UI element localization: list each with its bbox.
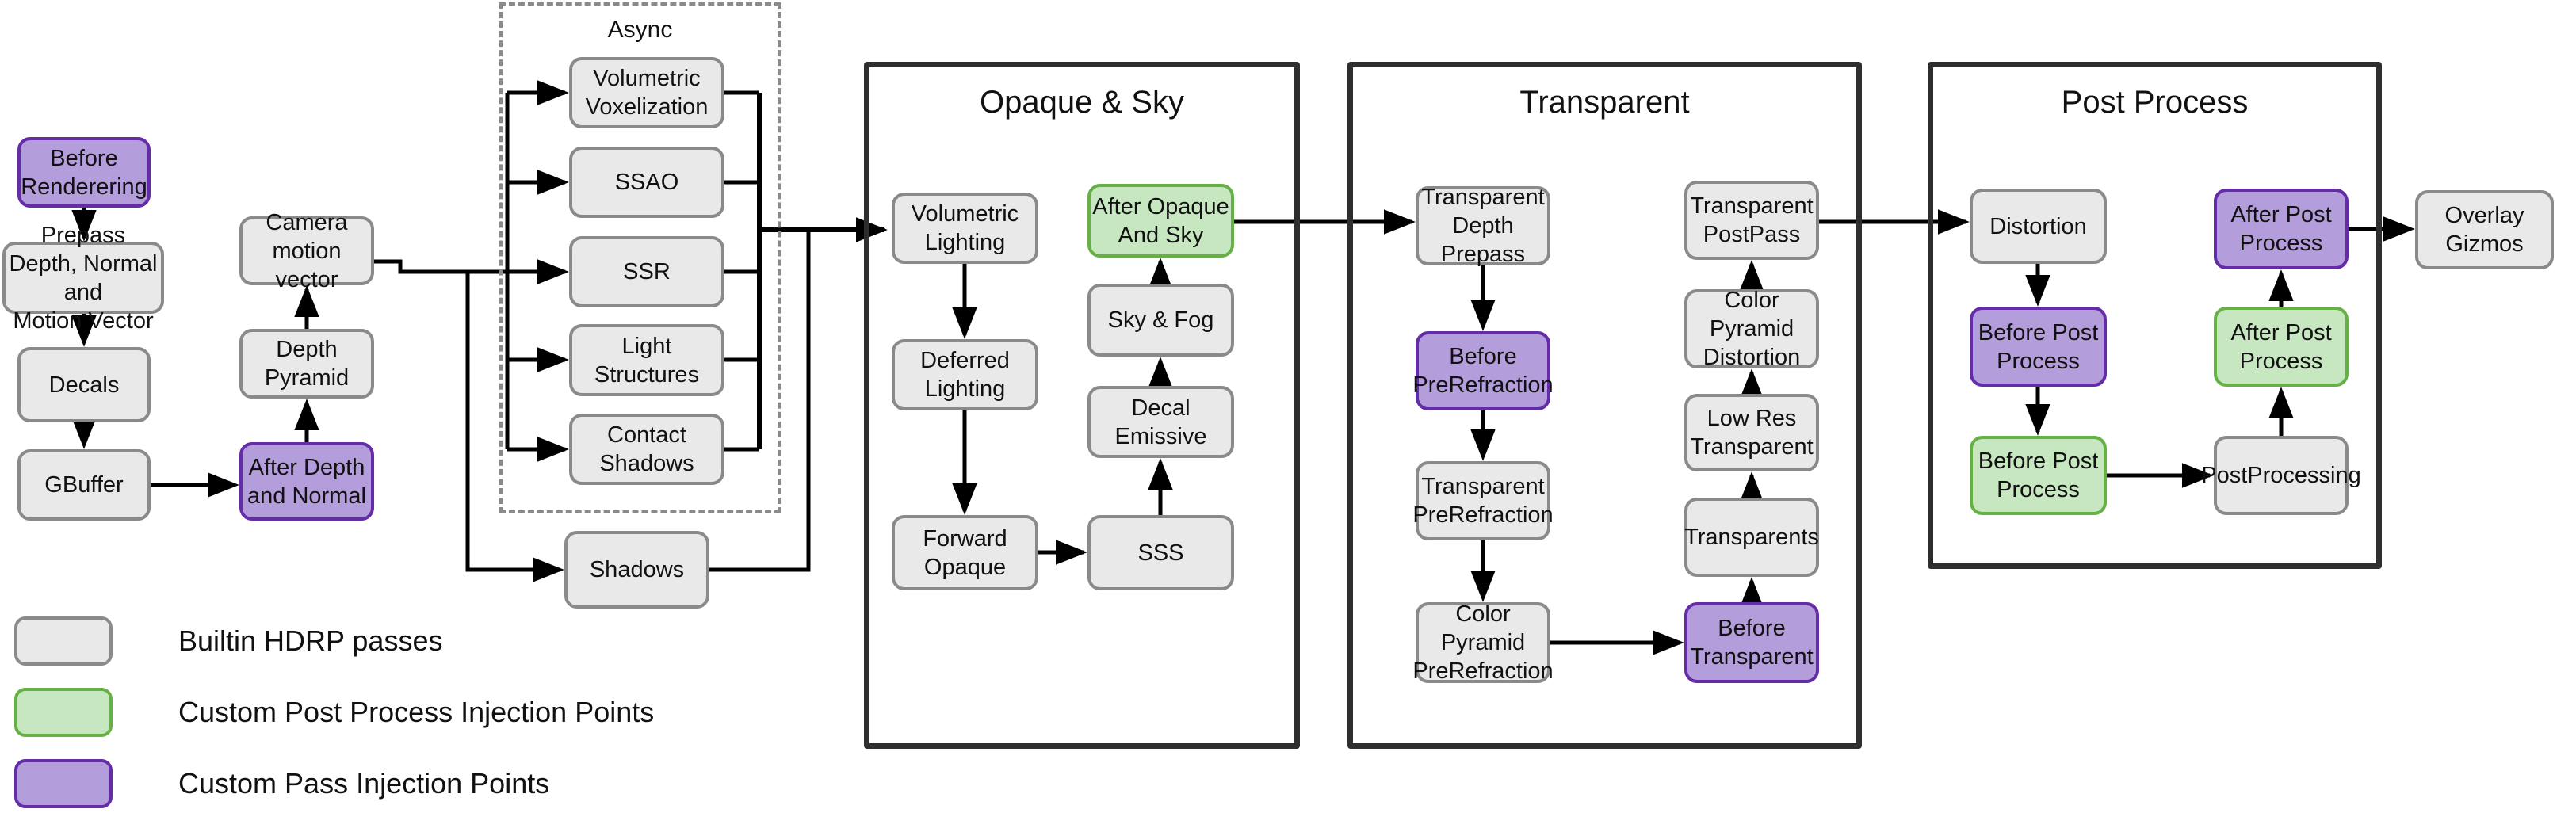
node-transparent-postpass: Transparent PostPass bbox=[1684, 181, 1819, 260]
node-depth-pyramid: Depth Pyramid bbox=[239, 329, 374, 399]
node-after-depth-and-normal: After Depth and Normal bbox=[239, 442, 374, 521]
node-decals: Decals bbox=[17, 347, 151, 422]
node-before-transparent: Before Transparent bbox=[1684, 602, 1819, 683]
node-before-post-process-custom-pass: Before Post Process bbox=[1970, 307, 2107, 387]
node-ssr: SSR bbox=[569, 236, 724, 307]
legend-label-custom-post-process: Custom Post Process Injection Points bbox=[178, 696, 655, 728]
group-title-async: Async bbox=[607, 17, 673, 43]
node-ssao: SSAO bbox=[569, 147, 724, 218]
node-overlay-gizmos: Overlay Gizmos bbox=[2415, 190, 2554, 269]
node-volumetric-lighting: Volumetric Lighting bbox=[892, 193, 1038, 264]
node-before-prerefraction: Before PreRefraction bbox=[1412, 331, 1554, 410]
legend-swatch-custom-post-process bbox=[14, 688, 113, 737]
legend-swatch-custom-pass bbox=[14, 759, 113, 808]
node-contact-shadows: Contact Shadows bbox=[569, 414, 724, 485]
connector-shadows-out bbox=[709, 230, 811, 572]
legend-label-custom-pass: Custom Pass Injection Points bbox=[178, 767, 550, 800]
node-after-post-process-custom-pass: After Post Process bbox=[2214, 189, 2349, 269]
node-forward-opaque: Forward Opaque bbox=[892, 515, 1038, 590]
group-transparent: Transparent bbox=[1347, 62, 1862, 749]
group-post-process: Post Process bbox=[1928, 62, 2382, 569]
node-before-post-process-custom-post: Before Post Process bbox=[1970, 436, 2107, 515]
group-title-post-process: Post Process bbox=[2061, 85, 2249, 120]
node-low-res-transparent: Low Res Transparent bbox=[1684, 394, 1819, 471]
node-transparent-depth-prepass: Transparent Depth Prepass bbox=[1416, 185, 1550, 267]
node-gbuffer: GBuffer bbox=[17, 449, 151, 521]
node-color-pyramid-distortion: Color Pyramid Distortion bbox=[1684, 288, 1819, 370]
node-shadows: Shadows bbox=[564, 531, 709, 609]
node-deferred-lighting: Deferred Lighting bbox=[892, 339, 1038, 410]
node-light-structures: Light Structures bbox=[569, 324, 724, 396]
group-opaque-and-sky: Opaque & Sky bbox=[864, 62, 1300, 749]
connector-camera-motion-vector-to-ssr bbox=[374, 259, 569, 284]
node-after-opaque-and-sky: After Opaque And Sky bbox=[1087, 184, 1234, 258]
legend-label-builtin: Builtin HDRP passes bbox=[178, 624, 443, 657]
node-camera-motion-vector: Camera motion vector bbox=[239, 210, 374, 292]
node-postprocessing: PostProcessing bbox=[2201, 436, 2361, 515]
node-volumetric-voxelization: Volumetric Voxelization bbox=[569, 57, 724, 128]
node-sky-and-fog: Sky & Fog bbox=[1087, 284, 1234, 357]
node-transparents: Transparents bbox=[1684, 498, 1819, 577]
node-transparent-prerefraction: Transparent PreRefraction bbox=[1412, 461, 1554, 540]
node-decal-emissive: Decal Emissive bbox=[1087, 386, 1234, 458]
node-prepass: Prepass Depth, Normal and Motion Vector bbox=[2, 223, 164, 334]
node-before-rendering: Before Renderering bbox=[17, 137, 151, 208]
node-distortion: Distortion bbox=[1970, 189, 2107, 264]
node-color-pyramid-prerefraction: Color Pyramid PreRefraction bbox=[1412, 601, 1554, 684]
node-after-post-process-custom-post: After Post Process bbox=[2214, 307, 2349, 387]
group-async: Async bbox=[499, 2, 781, 513]
legend-swatch-builtin bbox=[14, 616, 113, 666]
node-sss: SSS bbox=[1087, 515, 1234, 590]
group-title-transparent: Transparent bbox=[1519, 85, 1690, 120]
group-title-opaque-and-sky: Opaque & Sky bbox=[980, 85, 1184, 120]
connector-branch-to-shadows bbox=[465, 272, 564, 582]
